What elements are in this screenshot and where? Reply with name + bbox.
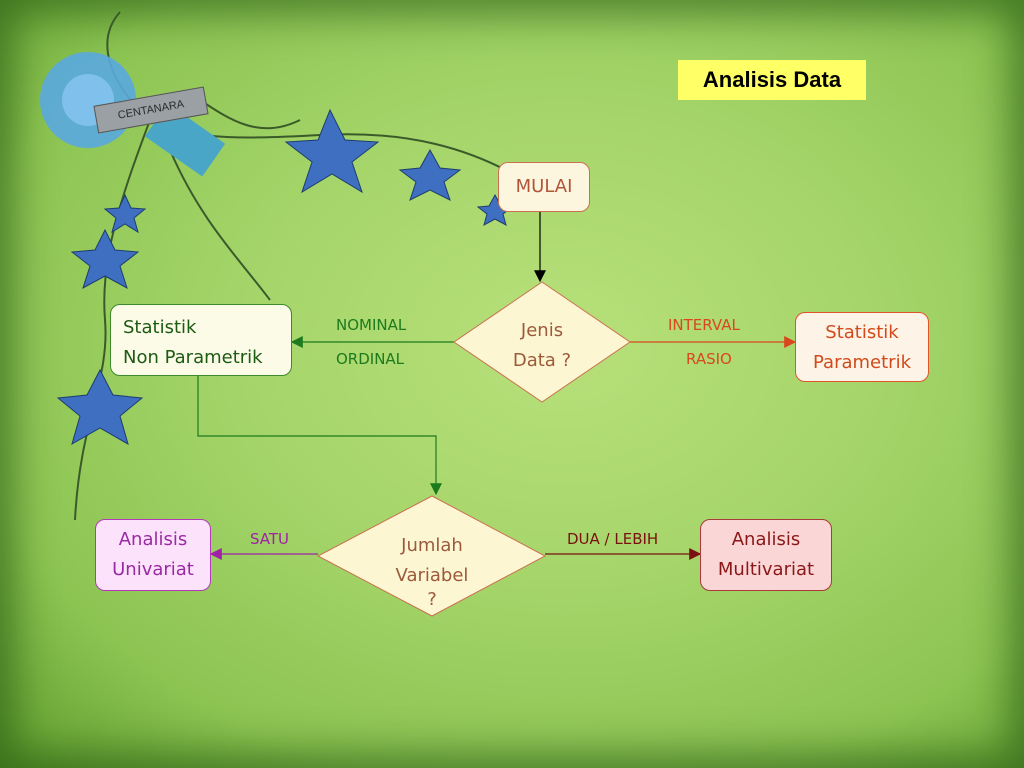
star-icon [56, 108, 514, 446]
jumlah-line3: ? [427, 589, 437, 610]
diamond-jenis-data [453, 281, 631, 403]
edge-label-nominal: NOMINAL [336, 316, 407, 334]
jumlah-line2: Variabel [395, 565, 469, 586]
nonparam-line1: Statistik [123, 317, 197, 338]
param-line2: Parametrik [813, 352, 911, 373]
nonparam-line2: Non Parametrik [123, 347, 263, 368]
edge-label-satu: SATU [250, 530, 290, 548]
label-jenis-line1: Jenis [520, 320, 564, 341]
univariat-line2: Univariat [112, 559, 194, 580]
univariat-line1: Analisis [118, 529, 188, 550]
diamond-jumlah-variabel [316, 495, 547, 617]
edge-label-interval: INTERVAL [668, 316, 740, 334]
page-title: Analisis Data [678, 60, 866, 100]
label-jumlah-variabel: Jumlah Variabel ? [382, 531, 482, 609]
edge-label-dua-lebih: DUA / LEBIH [567, 530, 659, 548]
edge-label-ordinal: ORDINAL [336, 350, 405, 368]
param-line1: Statistik [825, 322, 899, 343]
node-statistik-parametrik: Statistik Parametrik [795, 312, 929, 382]
arrow-nonparam-to-jumlah [197, 376, 442, 496]
label-jenis-line2: Data ? [512, 350, 572, 371]
node-mulai: MULAI [498, 162, 590, 212]
multivariat-line1: Analisis [731, 529, 801, 550]
jumlah-line1: Jumlah [401, 535, 463, 556]
node-statistik-nonparametrik: Statistik Non Parametrik [110, 304, 292, 376]
node-analisis-multivariat: Analisis Multivariat [700, 519, 832, 591]
edge-label-rasio: RASIO [686, 350, 732, 368]
label-jenis-data: Jenis Data ? [494, 316, 590, 376]
node-analisis-univariat: Analisis Univariat [95, 519, 211, 591]
multivariat-line2: Multivariat [717, 559, 815, 580]
